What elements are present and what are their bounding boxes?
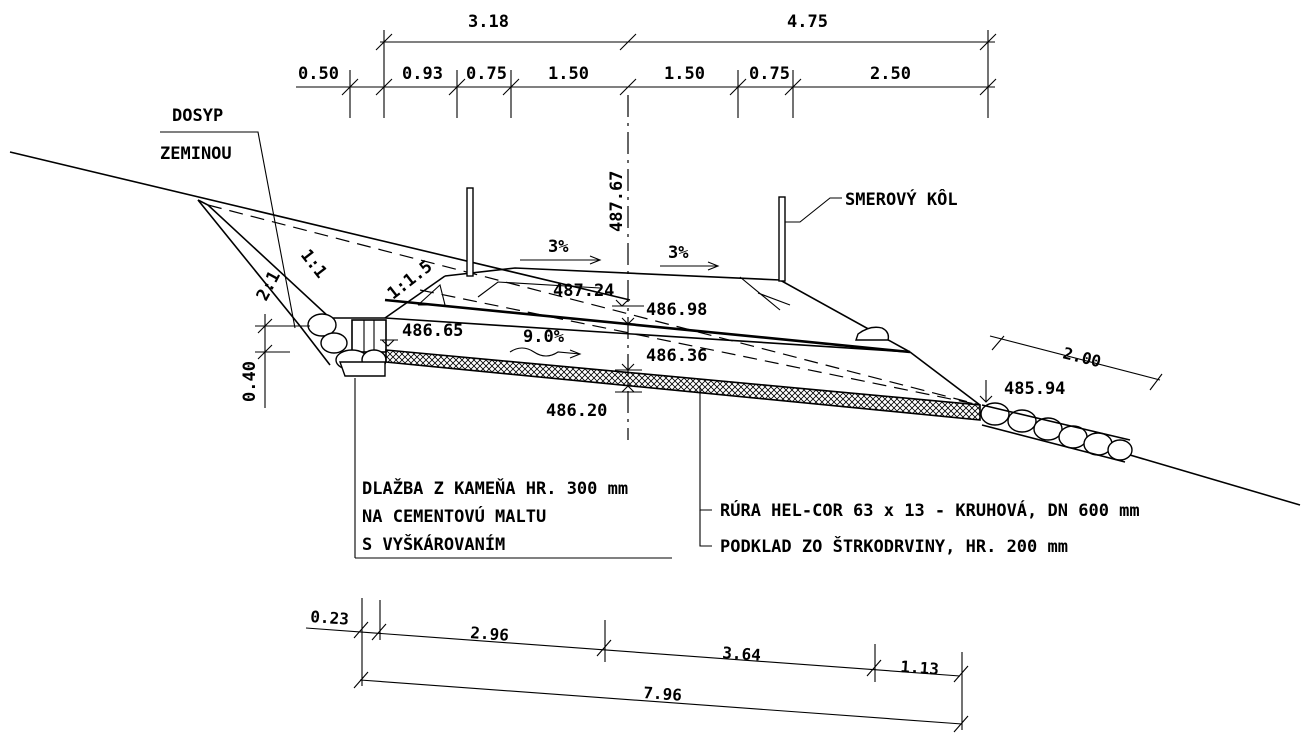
dim-seg-7: 2.50 — [870, 64, 911, 84]
label-paving-line2: NA CEMENTOVÚ MALTU — [362, 505, 546, 527]
pipe-grade-mark: 9.0% — [509, 327, 582, 359]
elevation-labels: 487.24 486.98 486.65 486.36 486.20 485.9… — [380, 281, 1065, 421]
bottom-dim-total: 7.96 — [643, 683, 683, 705]
dim-seg-1: 0.50 — [298, 64, 339, 84]
elevation-pipe-top: 486.36 — [646, 346, 707, 366]
crossfall-marks: 3% 3% — [520, 237, 720, 271]
top-dimension-chain: 3.18 4.75 0.50 0.93 0.75 1.50 1.50 0.75 … — [296, 12, 997, 118]
outlet-apron-dim: 2.00 — [1061, 343, 1103, 371]
left-height-dim: 0.40 — [240, 361, 260, 402]
pipe-base-label: RÚRA HEL-COR 63 x 13 - KRUHOVÁ, DN 600 m… — [699, 386, 1140, 557]
axis-elevation: 487.67 — [607, 171, 627, 232]
terrain-line-right — [1129, 454, 1301, 506]
terrain-line-left — [9, 151, 631, 301]
left-ditch-paving — [307, 313, 387, 377]
dim-seg-4: 1.50 — [548, 64, 589, 84]
dim-seg-5: 1.50 — [664, 64, 705, 84]
dim-left-total: 3.18 — [468, 12, 509, 32]
elevation-outlet: 485.94 — [1004, 379, 1065, 399]
dim-seg-2: 0.93 — [402, 64, 443, 84]
outlet-apron-stones — [980, 402, 1133, 463]
bottom-dim-seg-1: 0.23 — [310, 607, 350, 629]
bottom-dimension-chain: 0.23 2.96 3.64 1.13 7.96 — [305, 598, 969, 733]
bottom-dim-seg-4: 1.13 — [900, 657, 940, 679]
bottom-dim-seg-2: 2.96 — [470, 623, 510, 645]
slope-embankment: 1:1 — [296, 246, 331, 283]
label-fill-line1: DOSYP — [172, 106, 223, 126]
dim-seg-6: 0.75 — [749, 64, 790, 84]
marker-posts: SMEROVÝ KÔL — [466, 187, 958, 282]
label-paving-line3: S VYŠKÁROVANÍM — [362, 533, 505, 555]
elevation-pipe-bottom: 486.20 — [546, 401, 607, 421]
crossfall-right: 3% — [668, 243, 689, 263]
elevation-subgrade: 486.98 — [646, 300, 707, 320]
fill-label: DOSYP ZEMINOU — [160, 106, 296, 329]
slope-road-side: 1:1.5 — [384, 257, 437, 304]
label-fill-line2: ZEMINOU — [160, 144, 232, 164]
dim-seg-3: 0.75 — [466, 64, 507, 84]
elevation-top-road: 487.24 — [553, 281, 614, 301]
embankment — [197, 199, 981, 406]
elevation-inlet-left: 486.65 — [402, 321, 463, 341]
dim-right-total: 4.75 — [787, 12, 828, 32]
crossfall-left: 3% — [548, 237, 569, 257]
label-marker-post: SMEROVÝ KÔL — [845, 188, 958, 210]
label-paving-line1: DLAŽBA Z KAMEŇA HR. 300 mm — [362, 477, 628, 499]
paving-label: DLAŽBA Z KAMEŇA HR. 300 mm NA CEMENTOVÚ … — [354, 378, 672, 559]
label-base: PODKLAD ZO ŠTRKODRVINY, HR. 200 mm — [720, 535, 1068, 557]
left-height-dimension: 0.40 — [240, 314, 310, 408]
label-pipe: RÚRA HEL-COR 63 x 13 - KRUHOVÁ, DN 600 m… — [720, 499, 1140, 521]
bottom-dim-seg-3: 3.64 — [722, 643, 762, 665]
pipe-grade: 9.0% — [523, 327, 565, 347]
pipe-base-band — [385, 349, 981, 421]
